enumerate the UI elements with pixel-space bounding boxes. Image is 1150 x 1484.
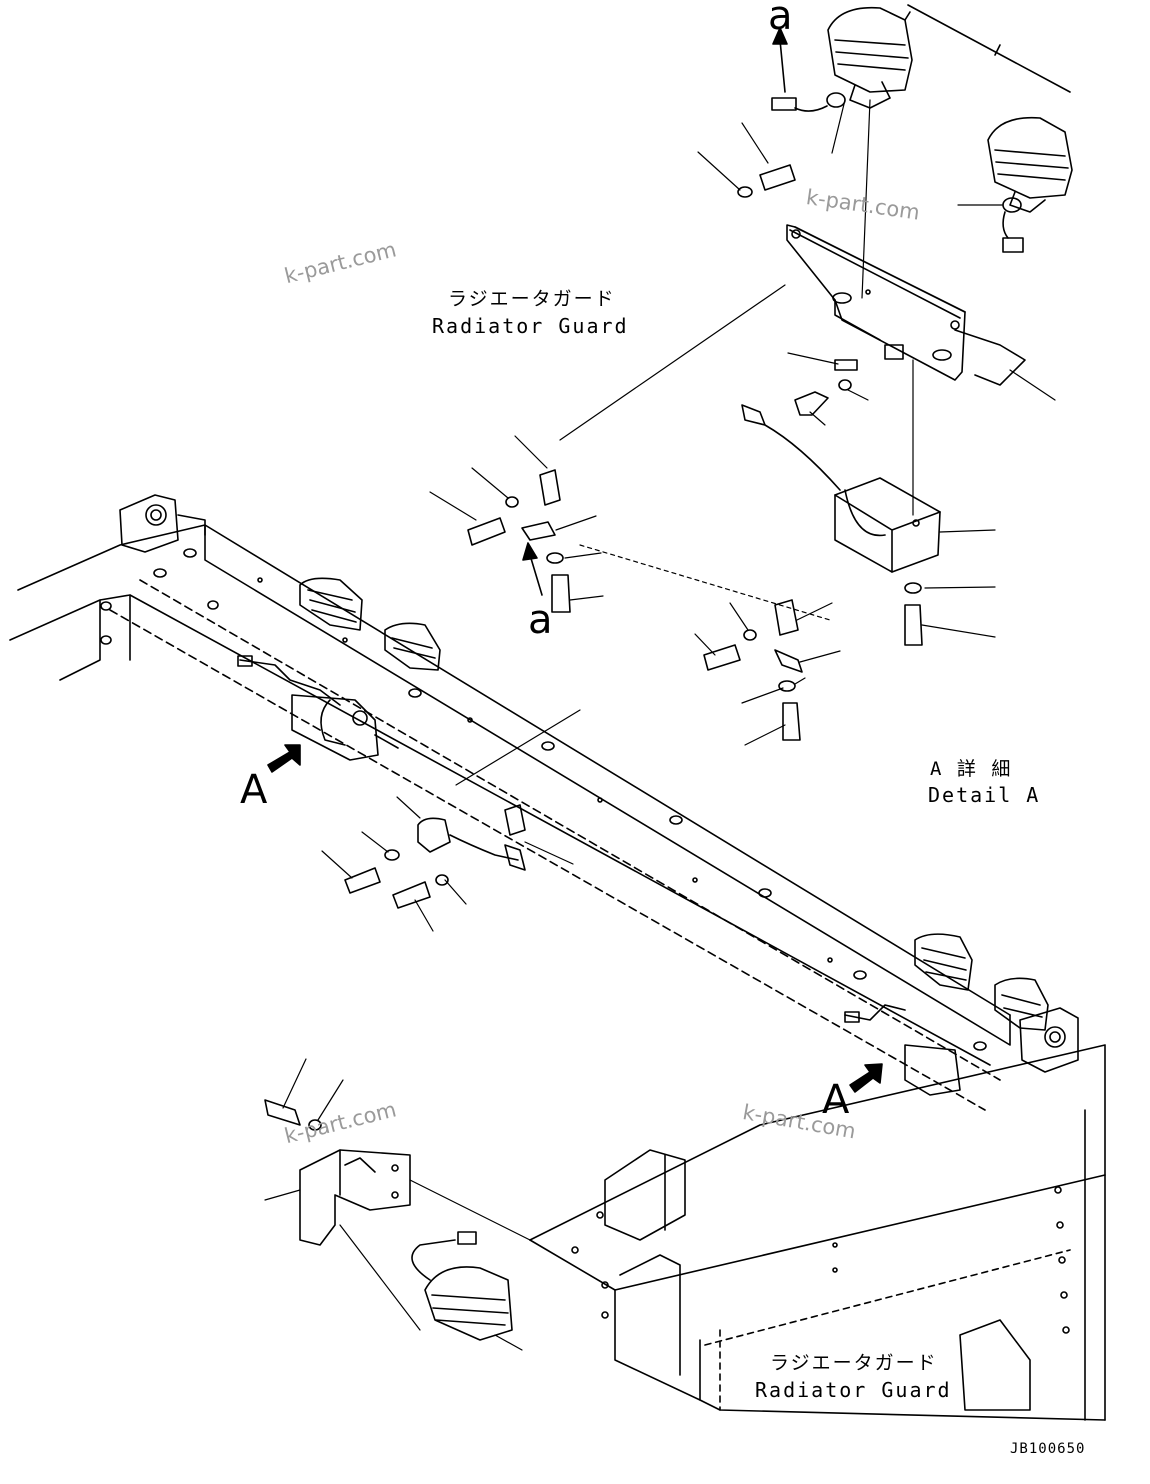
radiator-guard-label-top-jp: ラジエータガード [448,288,616,310]
ref-label-a-mid: a [528,597,553,643]
lamp-mounting-plate [786,224,1026,386]
radiator-guard-beam [9,524,1011,1111]
hinge-bracket-left [119,494,206,553]
ref-arrow-mid [522,542,543,596]
work-lamp-lower [411,1231,513,1341]
work-lamp-mounted-left [237,577,441,706]
radiator-guard-label-bottom-jp: ラジエータガード [770,1352,938,1374]
radiator-guard-label-top-en: Radiator Guard [432,314,629,338]
radiator-guard-label-bottom-en: Radiator Guard [755,1378,952,1402]
hinge-bracket-right [1019,1007,1079,1073]
beam-bolt-holes [100,548,987,1051]
drawing-code: JB100650 [1010,1441,1086,1457]
detail-bolts [264,164,923,1131]
ref-arrow-top [772,27,788,93]
detail-label-en: Detail A [928,783,1041,807]
work-lamp-top-1 [771,6,913,112]
ref-label-a-top: a [768,0,793,39]
leader-lines [264,99,1056,1351]
radiator-guard-frame-lower [529,1044,1106,1421]
view-label-a-right: A [822,1077,850,1123]
lamp-leader-bracket [907,4,1071,93]
lamp-bracket-lower [299,1149,411,1246]
work-lamp-mounted-right [844,933,1049,1096]
view-label-a-left: A [240,767,268,813]
view-arrow-right [849,1063,883,1093]
lamp-leader-bracket-tick [994,44,1001,56]
view-arrow-left [267,744,301,773]
detail-label-jp: A 詳 細 [930,758,1013,780]
mounted-bracket-box-left [291,694,399,761]
work-lamp-top-2 [987,116,1073,253]
relay-box [834,477,941,573]
